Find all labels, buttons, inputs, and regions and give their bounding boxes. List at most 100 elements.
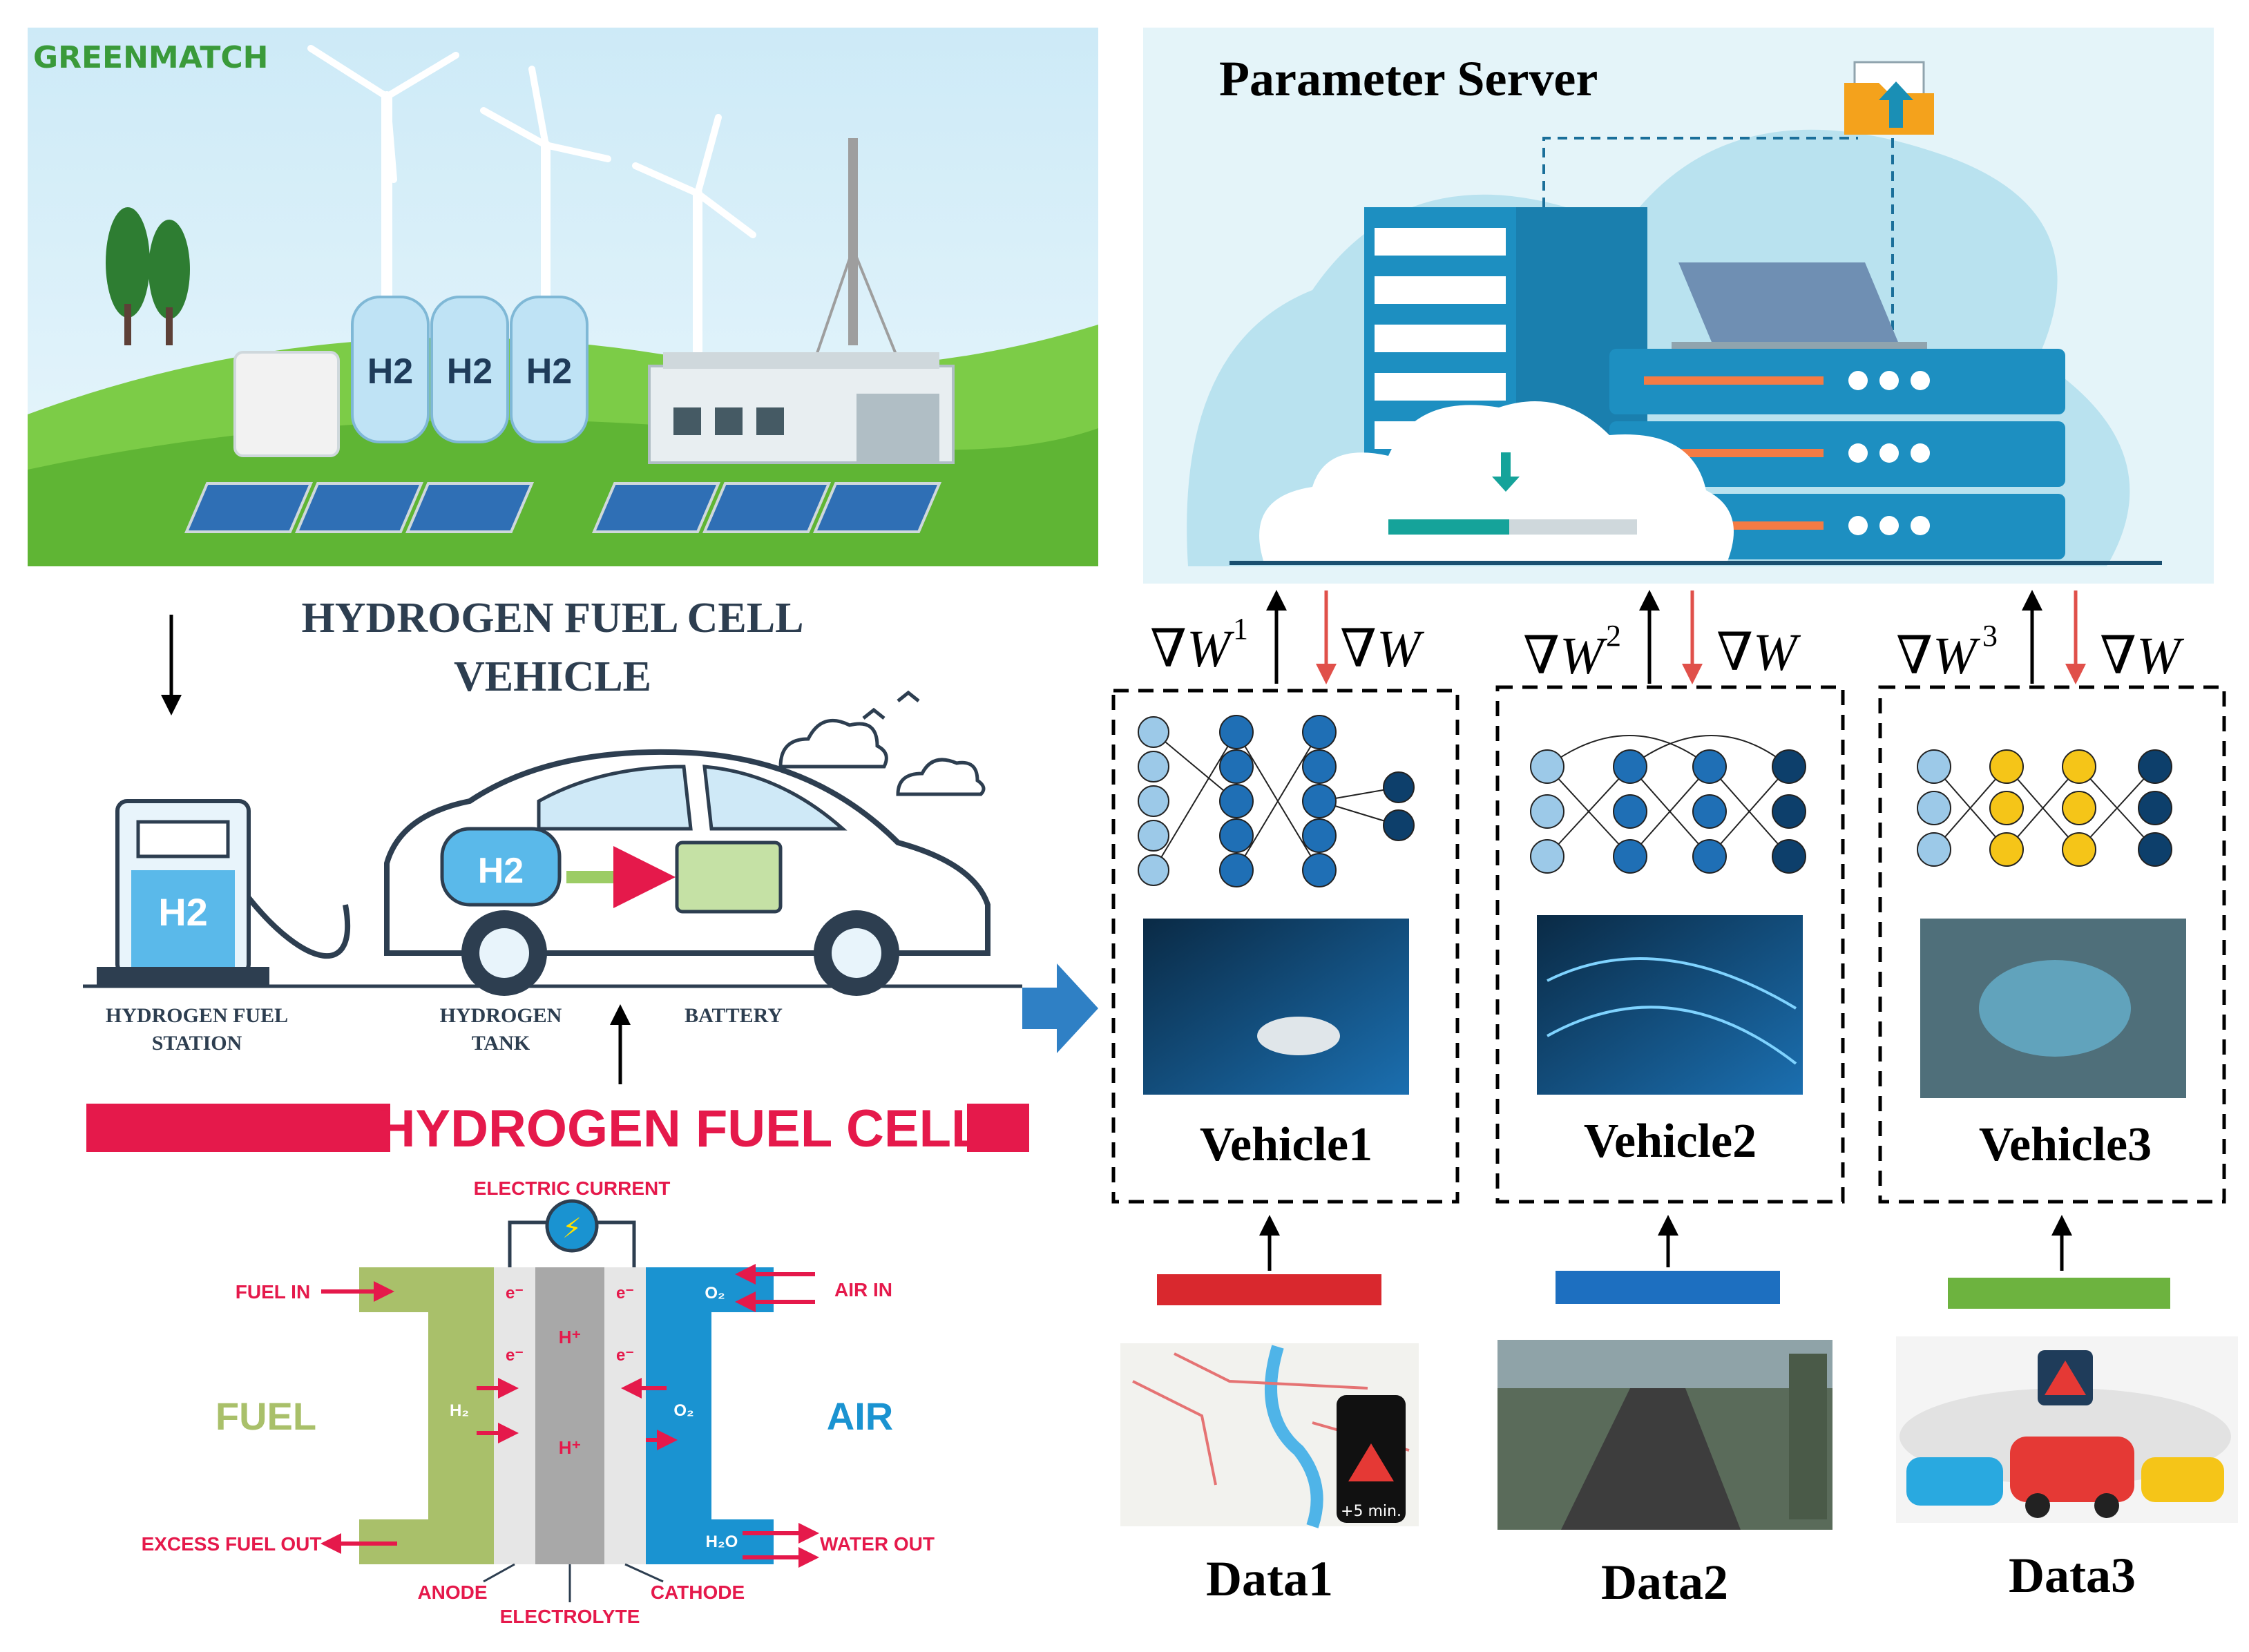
dashed-connector [1542, 137, 1858, 207]
vehicle-title-line1: HYDROGEN FUEL CELL [302, 595, 804, 642]
electron-label: e⁻ [616, 1284, 634, 1303]
h2-label: H2 [367, 352, 413, 392]
gradient-up-index: 3 [1982, 619, 1998, 653]
cathode-layer [604, 1267, 646, 1564]
arrow-right-icon [1022, 963, 1098, 1053]
car-shape [1257, 1017, 1340, 1055]
neural-network-icon [1917, 749, 2172, 867]
data-bar [1948, 1278, 2170, 1309]
cathode-plate [646, 1267, 774, 1564]
folder-icon [1844, 61, 1934, 135]
vehicle-label: Vehicle1 [1200, 1118, 1372, 1171]
neural-network-icon [1138, 715, 1415, 887]
vehicle-label: Vehicle3 [1979, 1118, 2152, 1171]
h2o-label: H₂O [706, 1533, 738, 1551]
gradient-down-label: ∇W [1716, 624, 1801, 682]
station-label-line2: STATION [152, 1032, 242, 1055]
gradient-down-label: ∇W [2100, 627, 2185, 685]
tank-label-line2: TANK [472, 1032, 530, 1055]
o2-label: O₂ [673, 1401, 693, 1420]
h2-label: H2 [526, 352, 572, 392]
tank-label-line1: HYDROGEN [440, 1004, 562, 1027]
data-bar [1556, 1271, 1780, 1304]
map-image: +5 min. [1120, 1343, 1419, 1528]
vehicle-box [1111, 689, 1460, 1204]
anode-label: ANODE [417, 1582, 487, 1603]
vehicle-box [1878, 685, 2226, 1204]
h2-molecule-label: H₂ [450, 1401, 469, 1420]
gradient-up-label: ∇W [1150, 620, 1235, 678]
electric-current-label: ELECTRIC CURRENT [474, 1178, 671, 1199]
parameter-server-panel: Parameter Server [1143, 28, 2214, 584]
electrolyte-label: ELECTROLYTE [500, 1606, 640, 1627]
data-label: Data2 [1601, 1555, 1728, 1610]
chimney-tower-icon [814, 138, 899, 360]
brand-logo: GREENMATCH [33, 40, 268, 75]
proton-label: H⁺ [559, 1327, 582, 1347]
data-label: Data1 [1206, 1551, 1333, 1606]
electron-label: e⁻ [506, 1346, 524, 1365]
station-label-line1: HYDROGEN FUEL [106, 1004, 288, 1027]
wind-turbine-icon [307, 45, 756, 364]
excess-fuel-out-label: EXCESS FUEL OUT [142, 1533, 322, 1555]
electron-label: e⁻ [506, 1284, 524, 1303]
gradient-up-index: 2 [1606, 619, 1621, 653]
solar-panel-icon [184, 482, 942, 533]
anode-layer [494, 1267, 535, 1564]
tree-icon [106, 207, 190, 345]
data-bar [1157, 1274, 1381, 1305]
electron-label: e⁻ [616, 1346, 634, 1365]
vehicle-3-group: ∇W 3 ∇W Vehicle3 Data3 [1878, 590, 2238, 1603]
cathode-label: CATHODE [651, 1582, 745, 1603]
vehicle-box [1495, 685, 1845, 1204]
water-tank [233, 351, 340, 457]
banner-bar-left [86, 1104, 390, 1152]
data-label: Data3 [2009, 1548, 2136, 1603]
air-in-label: AIR IN [834, 1279, 892, 1300]
factory-building [648, 352, 955, 464]
server-title: Parameter Server [1219, 51, 1598, 106]
gradient-up-label: ∇W [1523, 627, 1608, 685]
gradient-down-label: ∇W [1340, 620, 1425, 678]
h2-label: H2 [478, 851, 524, 891]
traffic-jam-image [1896, 1336, 2238, 1523]
electrolyte-layer [535, 1267, 604, 1564]
current-bolt-icon [545, 1199, 599, 1253]
fuel-station-icon: H2 [97, 799, 351, 988]
battery-icon [675, 841, 783, 914]
vehicle-title-line2: VEHICLE [454, 653, 651, 700]
battery-label: BATTERY [685, 1004, 783, 1027]
h2-label: H2 [447, 352, 492, 392]
gradient-up-index: 1 [1233, 612, 1248, 646]
fuel-in-label: FUEL IN [236, 1281, 310, 1303]
air-label: AIR [827, 1394, 893, 1438]
green-energy-scene: GREENMATCH H2 H2 H [28, 28, 1098, 566]
anode-plate [359, 1267, 494, 1564]
vehicle-2-group: ∇W 2 ∇W Vehicle2 Data2 [1495, 590, 1845, 1610]
h2-tanks: H2 H2 H2 [351, 296, 588, 443]
cloud-icon [778, 690, 986, 796]
bolt-glyph: ⚡ [562, 1213, 582, 1245]
cloud-upload-icon [1259, 401, 1734, 563]
eta-badge: +5 min. [1341, 1503, 1401, 1520]
gradient-up-label: ∇W [1896, 627, 1981, 685]
neural-network-icon [1530, 735, 1806, 874]
proton-label: H⁺ [559, 1437, 582, 1458]
hydrogen-car-icon: H2 [83, 749, 1022, 996]
water-out-label: WATER OUT [820, 1533, 935, 1555]
vehicle-label: Vehicle2 [1584, 1115, 1757, 1168]
fuel-cell-banner: HYDROGEN FUEL CELL [378, 1099, 984, 1158]
connected-car-image [1537, 915, 1803, 1095]
banner-bar-right [967, 1104, 1029, 1152]
h2-label: H2 [158, 890, 208, 934]
autonomous-car-image [1143, 919, 1409, 1095]
car-shape [2141, 1457, 2224, 1502]
traffic-map-image [1497, 1340, 1832, 1530]
fuel-cell-diagram: HYDROGEN FUEL CELL ELECTRIC CURRENT ⚡ FU… [86, 1099, 1029, 1627]
o2-label: O₂ [705, 1284, 725, 1303]
fuel-label: FUEL [216, 1394, 316, 1438]
car-shape [2010, 1437, 2134, 1502]
hydrogen-tank-icon [440, 827, 562, 907]
car-shape [1906, 1457, 2003, 1506]
